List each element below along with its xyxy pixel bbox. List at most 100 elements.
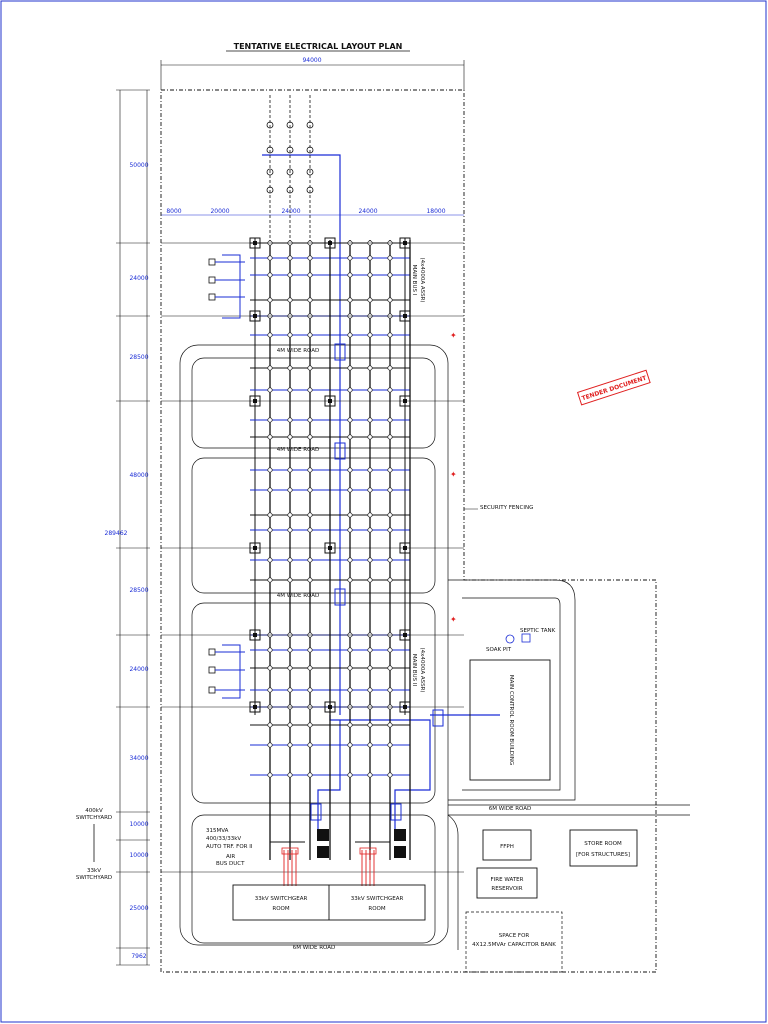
equipment-node [307,255,313,261]
control-room-building [469,659,551,781]
power-transformer [394,829,406,841]
line-entry [208,276,216,284]
equipment-node [387,417,393,423]
switchyard-equipment [161,95,500,886]
top-seg-2: 20000 [210,208,229,215]
equipment-node [367,272,373,278]
blue-bus-line [317,720,341,830]
left-dimension-value: 24000 [129,666,148,673]
switchyard-400-label: 400kV [85,808,103,814]
power-transformer [317,829,329,841]
equipment-node [347,387,353,393]
equipment-node [367,387,373,393]
equipment-node [287,512,293,518]
equipment-node [367,722,373,728]
insulator [266,121,274,129]
equipment-node [347,365,353,371]
equipment-node [387,687,393,693]
equipment-node [387,365,393,371]
equipment-node [287,272,293,278]
equipment-node [387,557,393,563]
equipment-node [367,467,373,473]
control-room-area: SEPTIC TANK SOAK PIT MAIN CONTROL ROOM B… [469,628,556,781]
equipment-node [367,297,373,303]
equipment-node [267,577,273,583]
equipment-node [387,467,393,473]
total-height-value: 289462 [105,530,128,537]
equipment-node [347,527,353,533]
equipment-node [287,722,293,728]
equipment-node [347,647,353,653]
septic-tank-label: SEPTIC TANK [520,628,556,634]
equipment-node [367,332,373,338]
transformer-labels: 315MVA 400/33/33kV AUTO TRF. FOR II AIR … [206,828,253,867]
capacitor-sublabel: 4X12.5MVAr CAPACITOR BANK [472,942,556,948]
left-dimension-value: 48000 [129,472,148,479]
security-fencing-label: SECURITY FENCING [480,505,533,511]
equipment-node [287,387,293,393]
equipment-node [287,772,293,778]
line-entry [208,258,216,266]
equipment-node [367,434,373,440]
equipment-node [287,255,293,261]
switchyard-side-labels: 400kV SWITCHYARD 33kV SWITCHYARD [76,808,112,881]
insulator [286,146,294,154]
equipment-node [307,722,313,728]
left-dimension-value: 28500 [129,587,148,594]
equipment-node [287,742,293,748]
equipment-node [367,742,373,748]
left-dimension-value: 24000 [129,275,148,282]
equipment-node [367,647,373,653]
main-bus-1-label: MAIN BUS I [411,265,417,296]
equipment-node [287,417,293,423]
equipment-node [367,772,373,778]
store-room-building [569,829,638,867]
capacitor-bank-space [465,911,563,973]
equipment-node [387,512,393,518]
left-dimension-value: 25000 [129,905,148,912]
equipment-node [267,647,273,653]
equipment-node [367,687,373,693]
equipment-node [347,665,353,671]
road-label-3: 4M WIDE ROAD [277,593,320,599]
equipment-node [387,297,393,303]
equipment-node [387,332,393,338]
fire-water-label: FIRE WATER [491,877,524,883]
equipment-node [287,665,293,671]
internal-roads [179,344,690,950]
road-label-4: 6M WIDE ROAD [489,806,532,812]
insulator [306,186,314,194]
bus-coupler [334,442,346,460]
road-label-5: 6M WIDE ROAD [293,945,336,951]
ffph-label: FFPH [500,844,514,850]
equipment-node [347,272,353,278]
insulator [286,121,294,129]
fire-water-reservoir [476,867,538,899]
equipment-node [287,332,293,338]
equipment-node [387,255,393,261]
equipment-node [307,297,313,303]
equipment-node [287,687,293,693]
equipment-node [387,742,393,748]
insulator [306,121,314,129]
equipment-node [287,467,293,473]
equipment-node [307,487,313,493]
switchyard-400-sublabel: SWITCHYARD [76,815,112,821]
equipment-node [347,467,353,473]
equipment-node [387,387,393,393]
equipment-node [307,365,313,371]
septic-tank-symbol [521,633,531,643]
equipment-node [307,527,313,533]
svg-text:✦: ✦ [450,615,457,624]
transformer-ratio: 400/33/33kV [206,836,241,842]
switchyard-33-label: 33kV [87,868,101,874]
bus-duct-head [359,847,377,855]
equipment-node [307,647,313,653]
equipment-node [287,434,293,440]
insulator [306,168,314,176]
insulator [286,186,294,194]
equipment-node [307,434,313,440]
top-seg-4: 24000 [358,208,377,215]
equipment-node [307,687,313,693]
top-width-value: 94000 [302,57,321,64]
